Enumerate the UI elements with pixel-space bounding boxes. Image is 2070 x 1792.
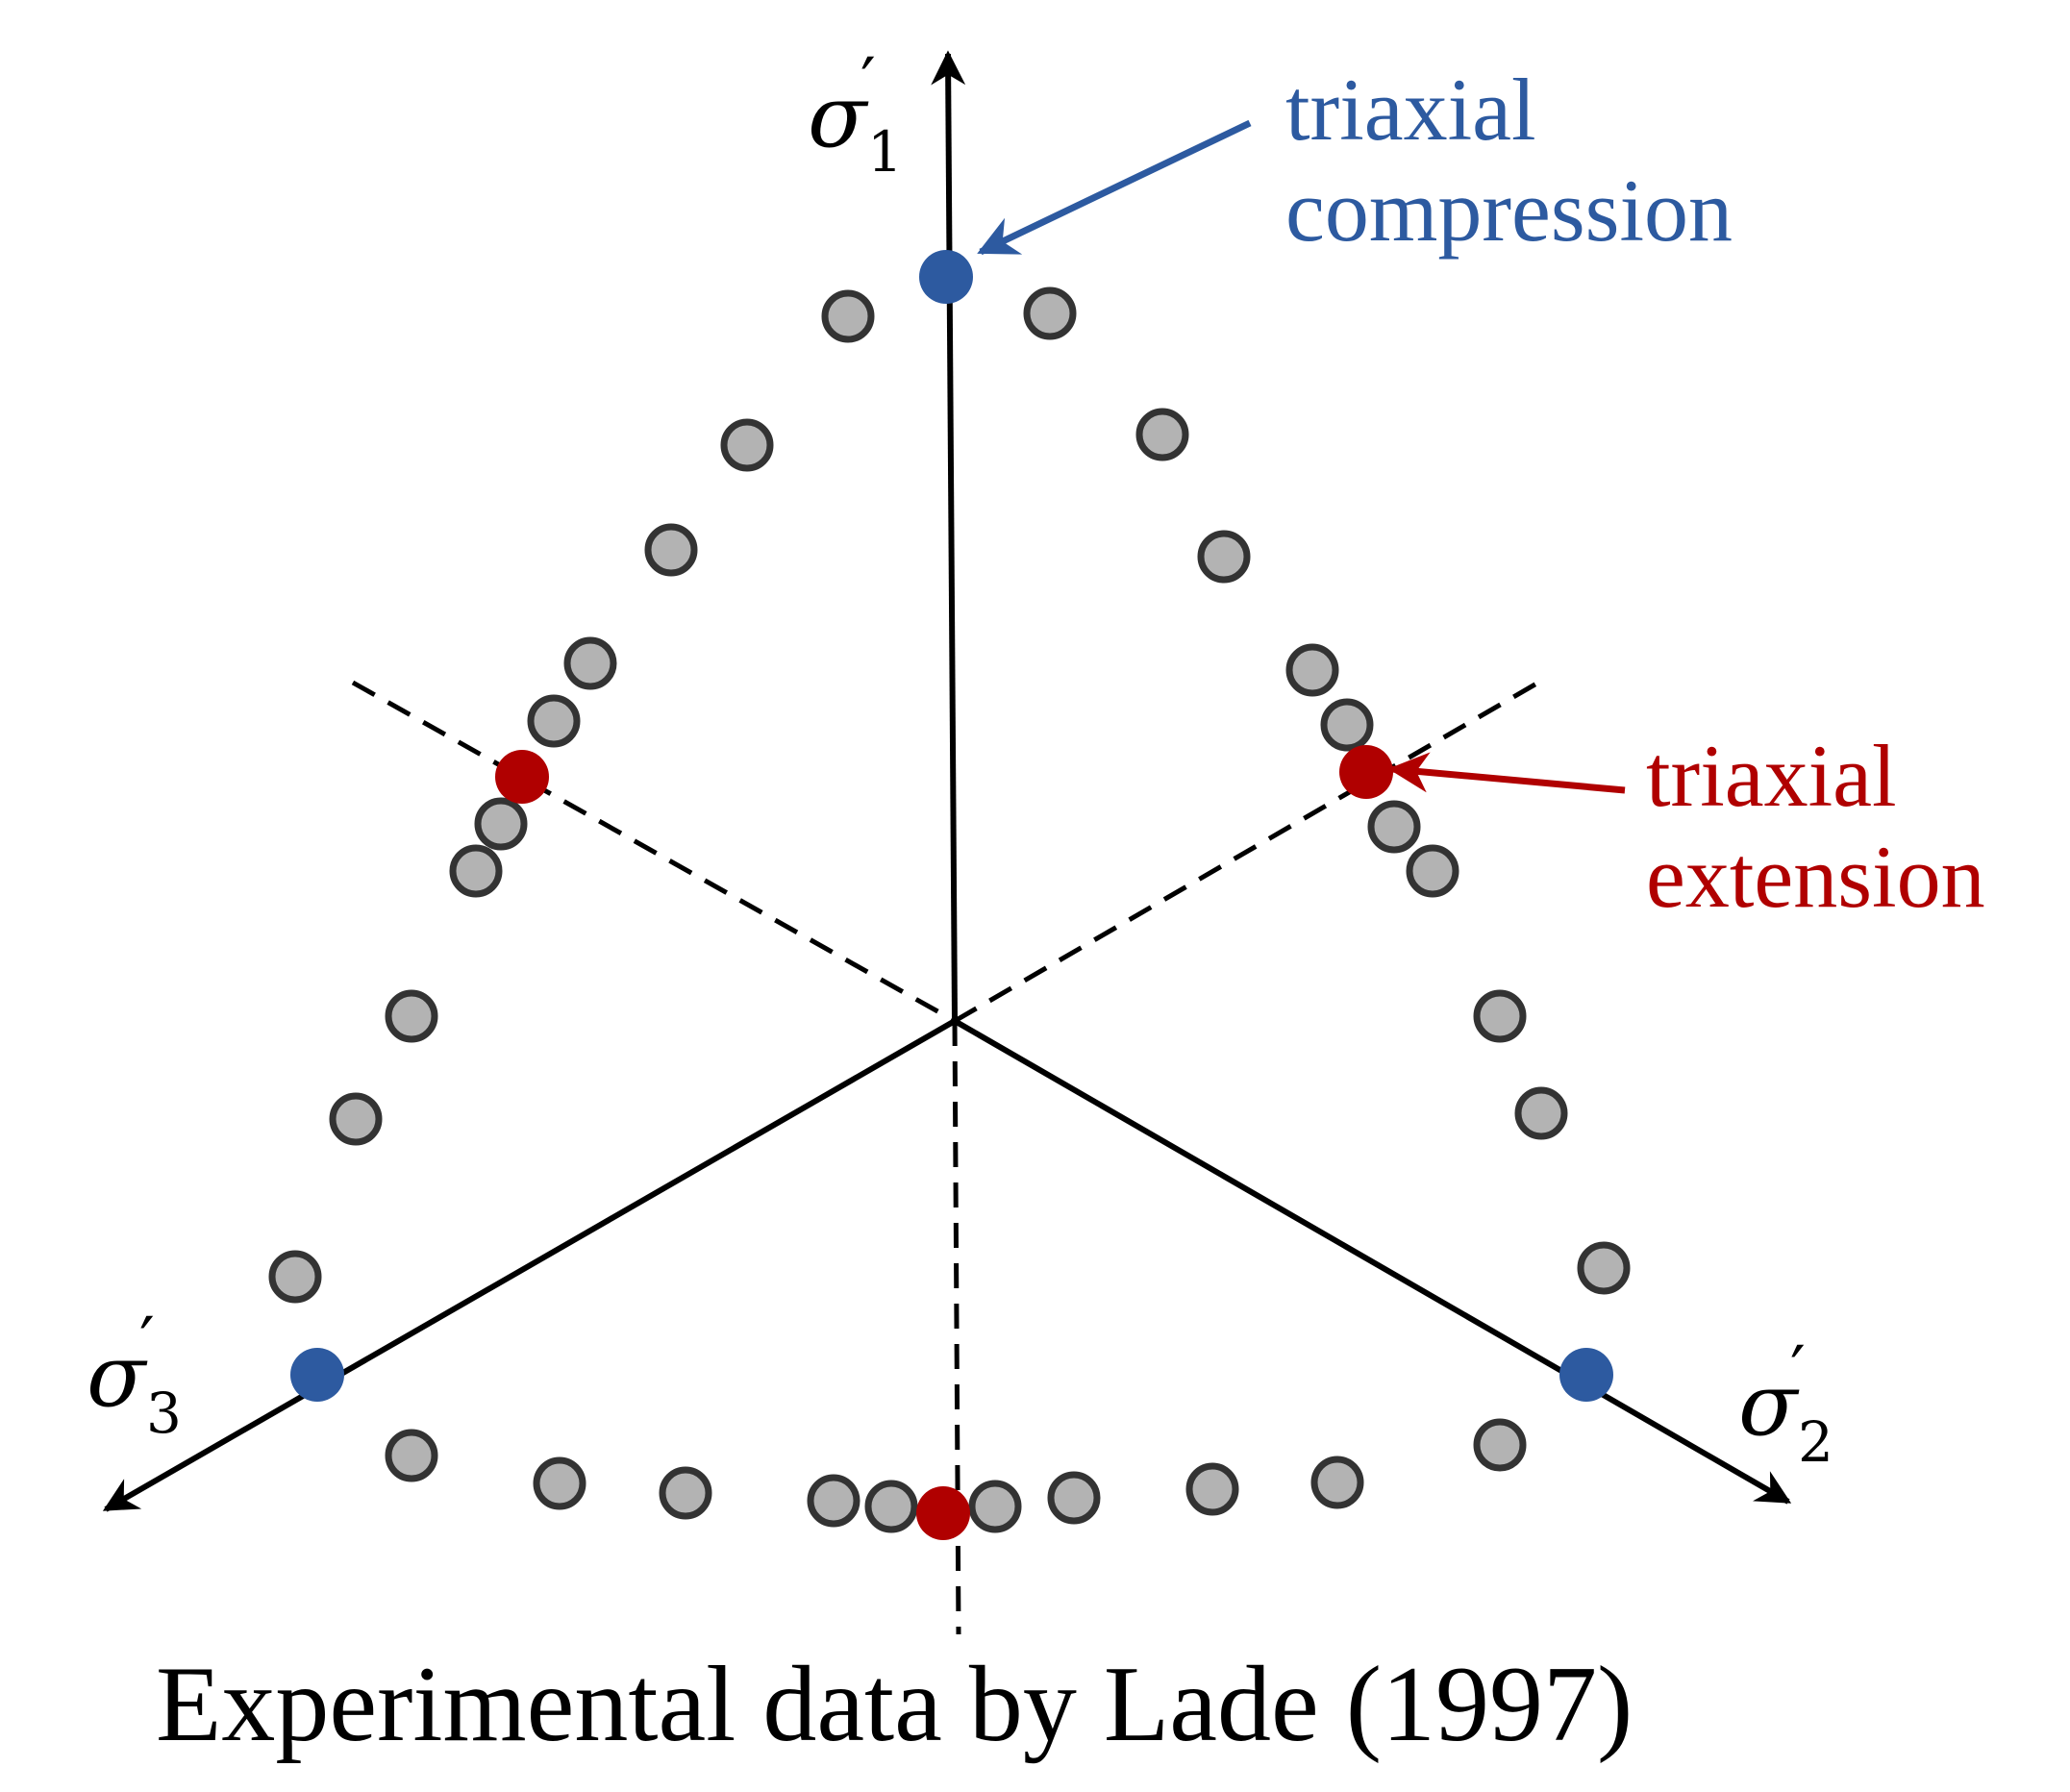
extension-point-left xyxy=(495,750,549,804)
experimental-points xyxy=(268,286,1631,1533)
sigma2-symbol: σ xyxy=(1738,1355,1800,1456)
data-point xyxy=(449,844,503,898)
sigma3-axis xyxy=(102,1018,957,1512)
extension-label-line2: extension xyxy=(1646,828,1985,926)
data-point xyxy=(533,1456,586,1510)
data-point xyxy=(563,636,617,690)
data-point xyxy=(1285,643,1339,697)
data-point xyxy=(385,1429,438,1482)
data-point xyxy=(527,694,581,748)
data-point xyxy=(864,1480,918,1533)
sigma2-prime: ′ xyxy=(1790,1332,1806,1410)
extension-point-right xyxy=(1339,745,1393,799)
dashed-line-down xyxy=(952,1020,961,1635)
data-point xyxy=(268,1250,322,1304)
data-point xyxy=(1185,1462,1239,1516)
data-point xyxy=(1310,1456,1364,1509)
data-point xyxy=(1197,530,1251,584)
data-point xyxy=(329,1092,383,1146)
dashed-line-upper-right xyxy=(953,680,1540,1024)
data-point xyxy=(1320,698,1374,752)
sigma1-prime: ′ xyxy=(860,43,876,122)
compression-points xyxy=(290,250,1613,1402)
sigma3-label: σ ′ 3 xyxy=(87,1303,182,1446)
dashed-line-upper-left xyxy=(351,680,957,1024)
sigma1-subscript: 1 xyxy=(867,119,903,185)
sigma2-subscript: 2 xyxy=(1798,1409,1833,1475)
extension-callout-label: triaxial extension xyxy=(1646,727,1985,926)
compression-callout-label: triaxial compression xyxy=(1285,61,1733,260)
data-point xyxy=(474,797,528,851)
compression-point-sigma1 xyxy=(919,250,973,304)
data-point xyxy=(1514,1086,1568,1140)
data-point xyxy=(385,989,438,1043)
sigma1-label: σ ′ 1 xyxy=(808,43,903,185)
compression-point-sigma2 xyxy=(1559,1348,1613,1402)
data-point xyxy=(1406,844,1459,898)
data-point xyxy=(821,289,875,343)
data-point xyxy=(1367,800,1421,854)
figure-caption: Experimental data by Lade (1997) xyxy=(156,1645,1633,1764)
data-point xyxy=(807,1474,860,1528)
data-point xyxy=(1473,989,1527,1043)
principal-axes xyxy=(102,50,1792,1512)
compression-label-line2: compression xyxy=(1285,162,1733,260)
sigma2-label: σ ′ 2 xyxy=(1738,1332,1833,1475)
compression-point-sigma3 xyxy=(290,1348,344,1402)
extension-callout-arrow xyxy=(1387,752,1626,794)
sigma2-axis xyxy=(953,1018,1792,1505)
extension-points xyxy=(495,745,1393,1540)
sigma3-subscript: 3 xyxy=(146,1381,182,1446)
dashed-bisectors xyxy=(351,680,1540,1635)
sigma1-symbol: σ xyxy=(808,66,869,167)
data-point xyxy=(720,418,774,472)
data-point xyxy=(1047,1471,1101,1525)
data-point xyxy=(1473,1418,1527,1472)
data-point xyxy=(659,1466,712,1520)
sigma3-prime: ′ xyxy=(139,1303,155,1381)
data-point xyxy=(1577,1241,1631,1295)
data-point xyxy=(1135,408,1189,461)
extension-label-line1: triaxial xyxy=(1646,727,1897,825)
sigma3-symbol: σ xyxy=(87,1326,148,1427)
extension-point-bottom xyxy=(916,1486,970,1540)
compression-callout-arrow xyxy=(977,119,1252,256)
data-point xyxy=(968,1480,1022,1533)
compression-label-line1: triaxial xyxy=(1285,61,1536,159)
data-point xyxy=(1023,286,1077,340)
data-point xyxy=(644,523,698,577)
sigma1-axis xyxy=(931,50,966,1022)
